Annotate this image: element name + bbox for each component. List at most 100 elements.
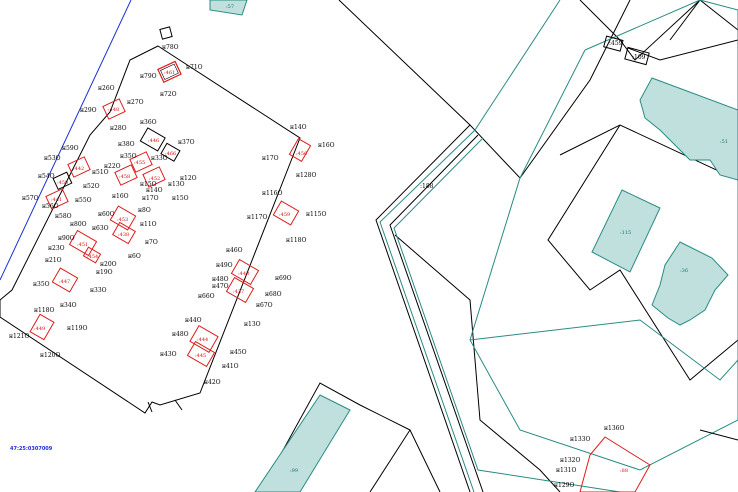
building-label: :36 xyxy=(680,268,688,274)
point-label: н68О xyxy=(265,291,282,298)
parcel-p3[interactable]: :446 xyxy=(139,127,166,152)
building-label: :99 xyxy=(290,468,298,474)
parcel-p13[interactable]: :459 xyxy=(272,200,300,226)
point-label: н115О xyxy=(306,211,326,218)
parcel-p15[interactable]: :447 xyxy=(51,267,79,293)
parcel-p7[interactable]: :458 xyxy=(114,164,138,186)
parcel-p16[interactable]: :449 xyxy=(29,313,55,341)
point-label: н11О xyxy=(140,221,157,228)
point-label: н26О xyxy=(98,85,115,92)
boundary-line-g xyxy=(394,234,561,492)
building-b2[interactable]: :51 xyxy=(639,77,738,181)
parcel-p4[interactable]: :466 xyxy=(160,142,181,162)
point-label: н80О xyxy=(70,221,87,228)
point-label: н128О xyxy=(296,172,316,179)
point-label: н38О xyxy=(118,141,135,148)
cadastral-number: 47:25:0307009 xyxy=(10,446,53,452)
point-label: н35О xyxy=(33,281,50,288)
parcel-p22[interactable]: :454 xyxy=(82,246,102,264)
point-label: н37О xyxy=(178,139,195,146)
building-b3[interactable]: :115 xyxy=(591,189,661,273)
parcel-p21[interactable]: :456 xyxy=(288,138,312,162)
parcel-p18[interactable]: :437 xyxy=(225,276,255,304)
point-label: н119О xyxy=(67,325,87,332)
parcel-p9[interactable]: :441 xyxy=(45,188,69,210)
point-label: н69О xyxy=(275,275,292,282)
point-label: н116О xyxy=(262,190,282,197)
building-b4[interactable]: :36 xyxy=(651,241,729,326)
boundary-line-e xyxy=(547,124,738,381)
point-label: н79О xyxy=(140,73,157,80)
parcel-p5[interactable]: :455 xyxy=(129,151,153,173)
boundary-line-a xyxy=(338,0,631,179)
parcel-label: :442 xyxy=(73,166,84,172)
point-label: н117О xyxy=(247,214,267,221)
top-right-parcel-1[interactable]: :459 xyxy=(603,35,624,52)
point-label: н66О xyxy=(198,293,215,300)
parcel-label: :443 xyxy=(238,271,249,277)
point-label: н8О xyxy=(138,207,151,214)
parcel-p2[interactable]: :448 xyxy=(102,98,126,120)
top-right-label-1: :459 xyxy=(609,40,623,47)
parcel-label: :444 xyxy=(197,337,208,343)
parcel-p19[interactable]: :444 xyxy=(189,325,219,353)
parcel-p8[interactable]: :442 xyxy=(67,156,91,178)
point-label: н14О xyxy=(146,187,163,194)
point-label: н90О xyxy=(58,235,75,242)
parcel-label: :445 xyxy=(195,353,206,359)
point-label: н63О xyxy=(92,225,109,232)
parcel-label: :446 xyxy=(148,138,159,144)
parcel-label: :450 xyxy=(57,180,68,186)
parcel-label: :461 xyxy=(164,70,175,76)
road-teal-2 xyxy=(393,137,621,492)
point-label: н132О xyxy=(560,457,580,464)
point-label: н33О xyxy=(151,155,168,162)
point-label: н46О xyxy=(226,247,243,254)
point-label: н34О xyxy=(60,302,77,309)
top-right-label-2: :109 xyxy=(632,54,646,61)
parcel-p1[interactable]: :461 xyxy=(157,60,182,83)
point-label: н42О xyxy=(204,379,221,386)
point-label: н12О xyxy=(180,175,197,182)
point-label: н14О xyxy=(290,124,307,131)
parcel-p6[interactable]: :452 xyxy=(142,166,166,188)
building-label: :115 xyxy=(620,230,631,236)
point-label: н6О xyxy=(128,253,141,260)
parcel-label: :447 xyxy=(59,279,70,285)
point-label: н17О xyxy=(262,155,279,162)
point-label: н51О xyxy=(92,169,109,176)
parcel-label: :449 xyxy=(34,326,45,332)
point-label: н15О xyxy=(172,195,189,202)
teal-zone-boundary xyxy=(469,0,738,471)
small-marker-square xyxy=(159,26,173,40)
boundary-line-j xyxy=(409,429,441,492)
parcel-p17[interactable]: :443 xyxy=(230,258,260,286)
parcel-p23[interactable]: :88 xyxy=(579,436,651,492)
boundary-line-c xyxy=(627,39,738,61)
point-label: н13О xyxy=(168,181,185,188)
top-right-parcel-2[interactable]: :109 xyxy=(624,46,650,66)
parcel-p10[interactable]: :450 xyxy=(52,171,73,191)
point-label: н48О xyxy=(172,331,189,338)
point-label: н7О xyxy=(145,239,158,246)
parcel-label: :458 xyxy=(119,174,130,180)
point-label: н118О xyxy=(34,307,54,314)
parcel-p11[interactable]: :453 xyxy=(109,205,137,231)
teal-zone-boundary-2 xyxy=(469,319,738,381)
boundary-line-k xyxy=(699,429,738,441)
parcel-p20[interactable]: :445 xyxy=(186,340,216,368)
point-label: н44О xyxy=(185,317,202,324)
building-b1[interactable]: :57 xyxy=(209,0,248,16)
building-b5[interactable]: :99 xyxy=(254,394,351,492)
road-label: :188 xyxy=(420,183,434,190)
point-label-group: н78О н71О н79О н72О н26О н29О н27О н28О … xyxy=(9,44,624,489)
parcel-p14[interactable]: :451 xyxy=(68,229,98,257)
parcel-label: :453 xyxy=(117,217,128,223)
point-label: н67О xyxy=(256,302,273,309)
parcel-p12[interactable]: :438 xyxy=(112,221,136,245)
point-label: н49О xyxy=(216,262,233,269)
point-label: н131О xyxy=(556,467,576,474)
boundary-line-d xyxy=(699,0,738,31)
point-label: н36О xyxy=(140,119,157,126)
